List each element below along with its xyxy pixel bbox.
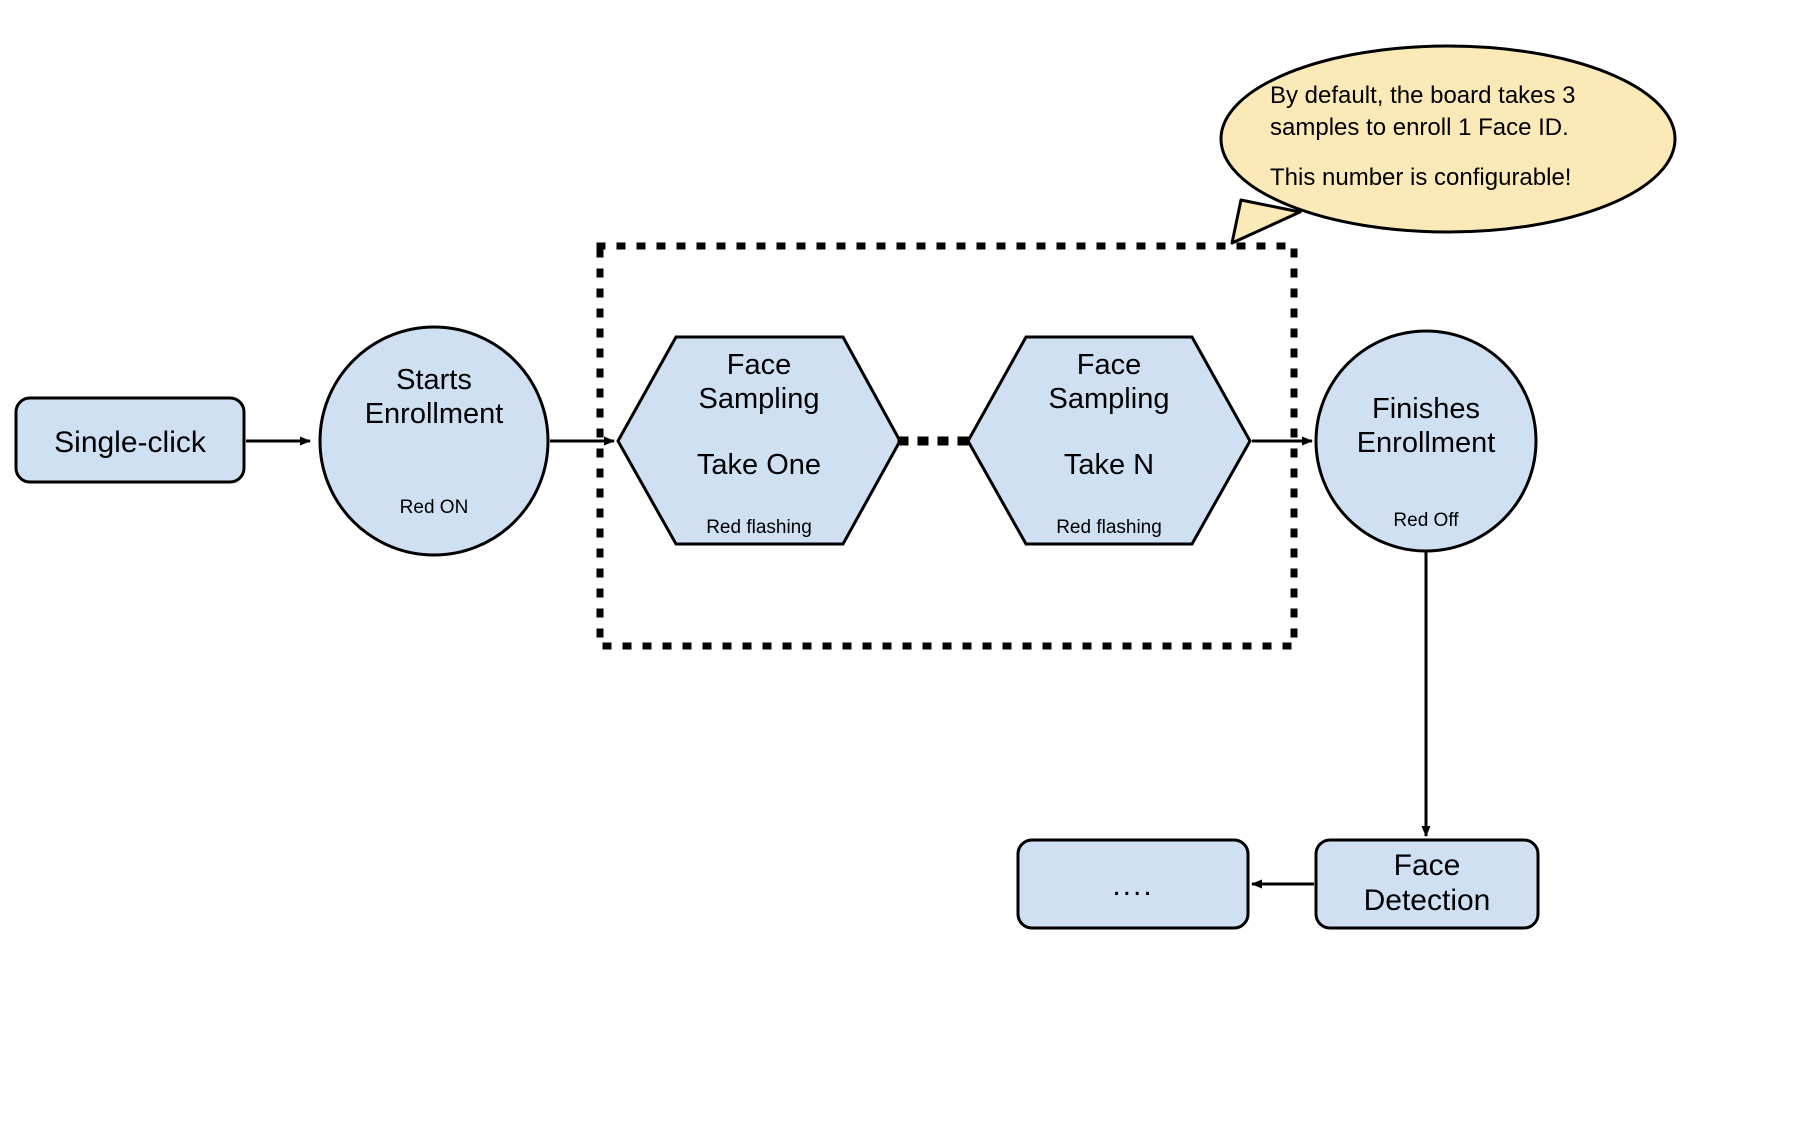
node-finishes-enrollment[interactable] xyxy=(1314,329,1538,553)
node-more-steps[interactable] xyxy=(1016,838,1250,930)
node-face-detection[interactable] xyxy=(1314,838,1540,930)
sampling-group-box xyxy=(596,242,1298,650)
node-starts-enrollment[interactable] xyxy=(318,325,550,557)
node-face-sampling-one[interactable] xyxy=(616,335,902,546)
node-face-sampling-n[interactable] xyxy=(966,335,1252,546)
node-single-click[interactable] xyxy=(14,396,246,484)
callout-tail xyxy=(1230,198,1302,245)
callout-bubble xyxy=(1219,44,1677,234)
